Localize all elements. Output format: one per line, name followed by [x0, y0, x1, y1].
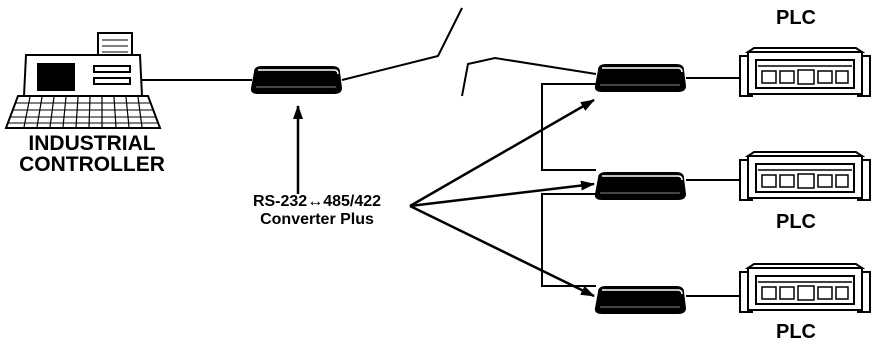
industrial-controller-label: INDUSTRIAL CONTROLLER: [6, 133, 178, 175]
arrow-to-remote-1: [409, 98, 595, 208]
line-bus-2-3: [541, 193, 596, 287]
converter-label-line-1: RS-232↔485/422: [252, 193, 382, 210]
plc-label-1: PLC: [776, 7, 816, 29]
converter-box-remote-2: [594, 171, 687, 201]
converter-box-remote-3: [594, 285, 687, 315]
controller-label-line-2: CONTROLLER: [19, 153, 165, 176]
line-bus-1-2: [541, 83, 596, 171]
plc-rack-1: [739, 47, 871, 97]
converter-box-remote-1: [594, 63, 687, 93]
callout-arrows: [293, 98, 595, 298]
line-converter-to-break: [341, 7, 463, 81]
converter-label: RS-232↔485/422 Converter Plus: [222, 193, 412, 229]
arrow-to-remote-2: [409, 180, 595, 208]
plc-label-3: PLC: [776, 321, 816, 343]
plc-rack-3: [739, 263, 871, 313]
plc-rack-2: [739, 151, 871, 201]
controller-label-line-1: INDUSTRIAL: [28, 132, 156, 155]
connection-lines: [142, 7, 742, 297]
converter-box-local: [250, 65, 343, 95]
plc-label-2: PLC: [776, 211, 816, 233]
arrow-to-remote-3: [409, 204, 595, 298]
converter-label-line-2: Converter Plus: [260, 211, 374, 228]
industrial-controller-icon: [4, 32, 162, 129]
line-break-to-remote: [461, 56, 597, 97]
